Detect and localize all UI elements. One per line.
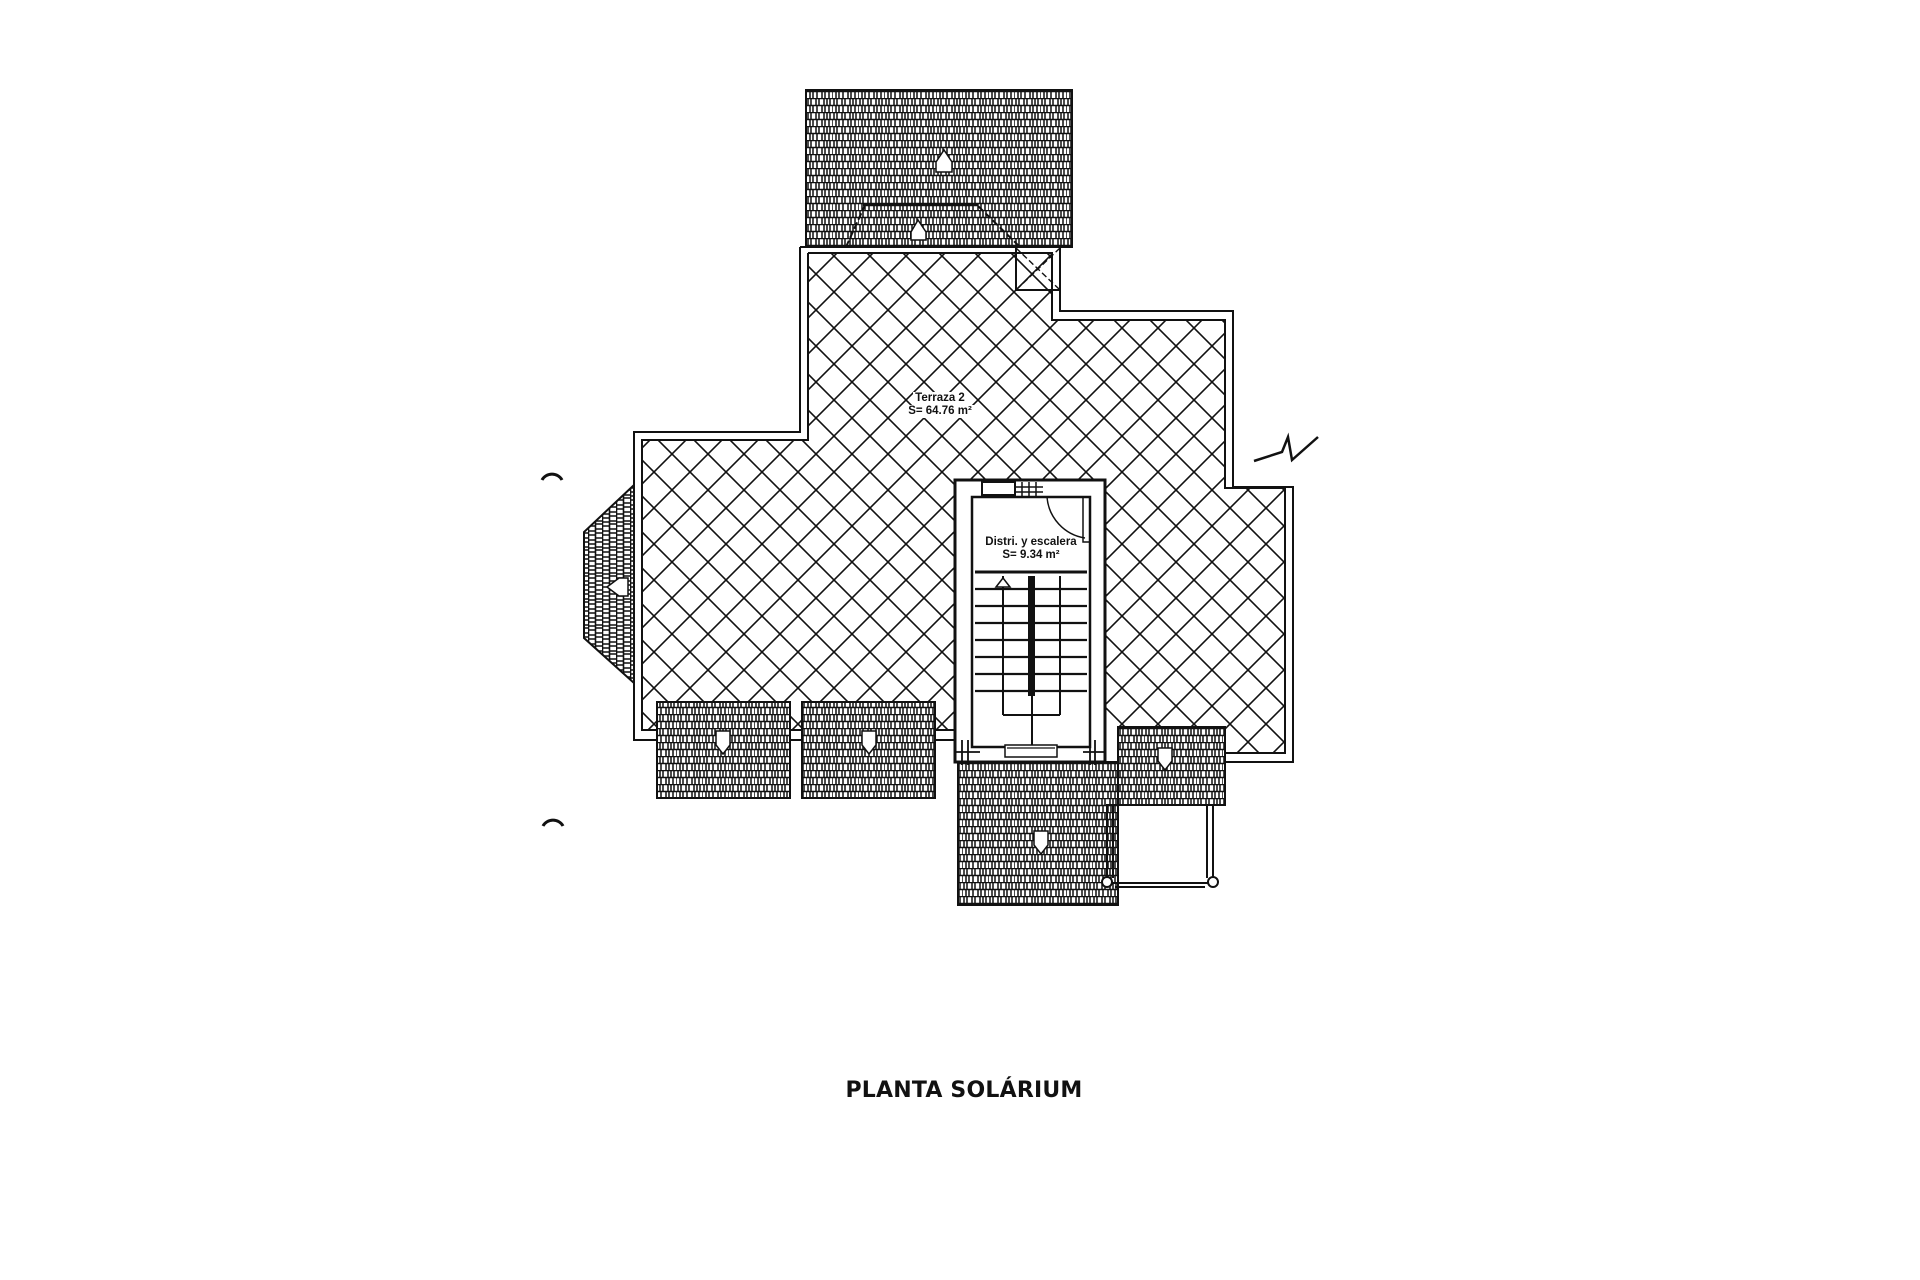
arrow-icon [861,730,877,756]
arrow-icon [1033,830,1049,856]
pergola [1101,804,1219,888]
stair-core [953,478,1107,765]
room-name: Terraza 2 [913,392,967,405]
arrow-icon [1157,747,1173,772]
roof-bottom-2 [801,701,936,799]
roof-top [805,89,1073,248]
roof-left [583,482,635,686]
arc-icon [540,472,565,827]
roof-bottom-1 [656,701,791,799]
arrow-icon [605,577,629,597]
roof-bottom-right [1117,726,1226,806]
room-label-terraza: Terraza 2 S= 64.76 m² [880,392,1000,418]
arrow-icon [935,148,953,173]
room-label-distribuidor: Distri. y escalera S= 9.34 m² [974,536,1088,562]
room-area: S= 9.34 m² [1002,549,1060,561]
break-line-icon [1253,432,1319,463]
room-name: Distri. y escalera [985,536,1077,548]
roof-bottom-stair [957,761,1119,906]
arrow-icon [715,730,731,756]
arrow-icon [910,218,927,241]
room-area: S= 64.76 m² [906,405,974,418]
arrow-icon [994,576,1012,588]
terrace-walls [633,246,1294,763]
drawing-title: PLANTA SOLÁRIUM [845,1078,1083,1103]
